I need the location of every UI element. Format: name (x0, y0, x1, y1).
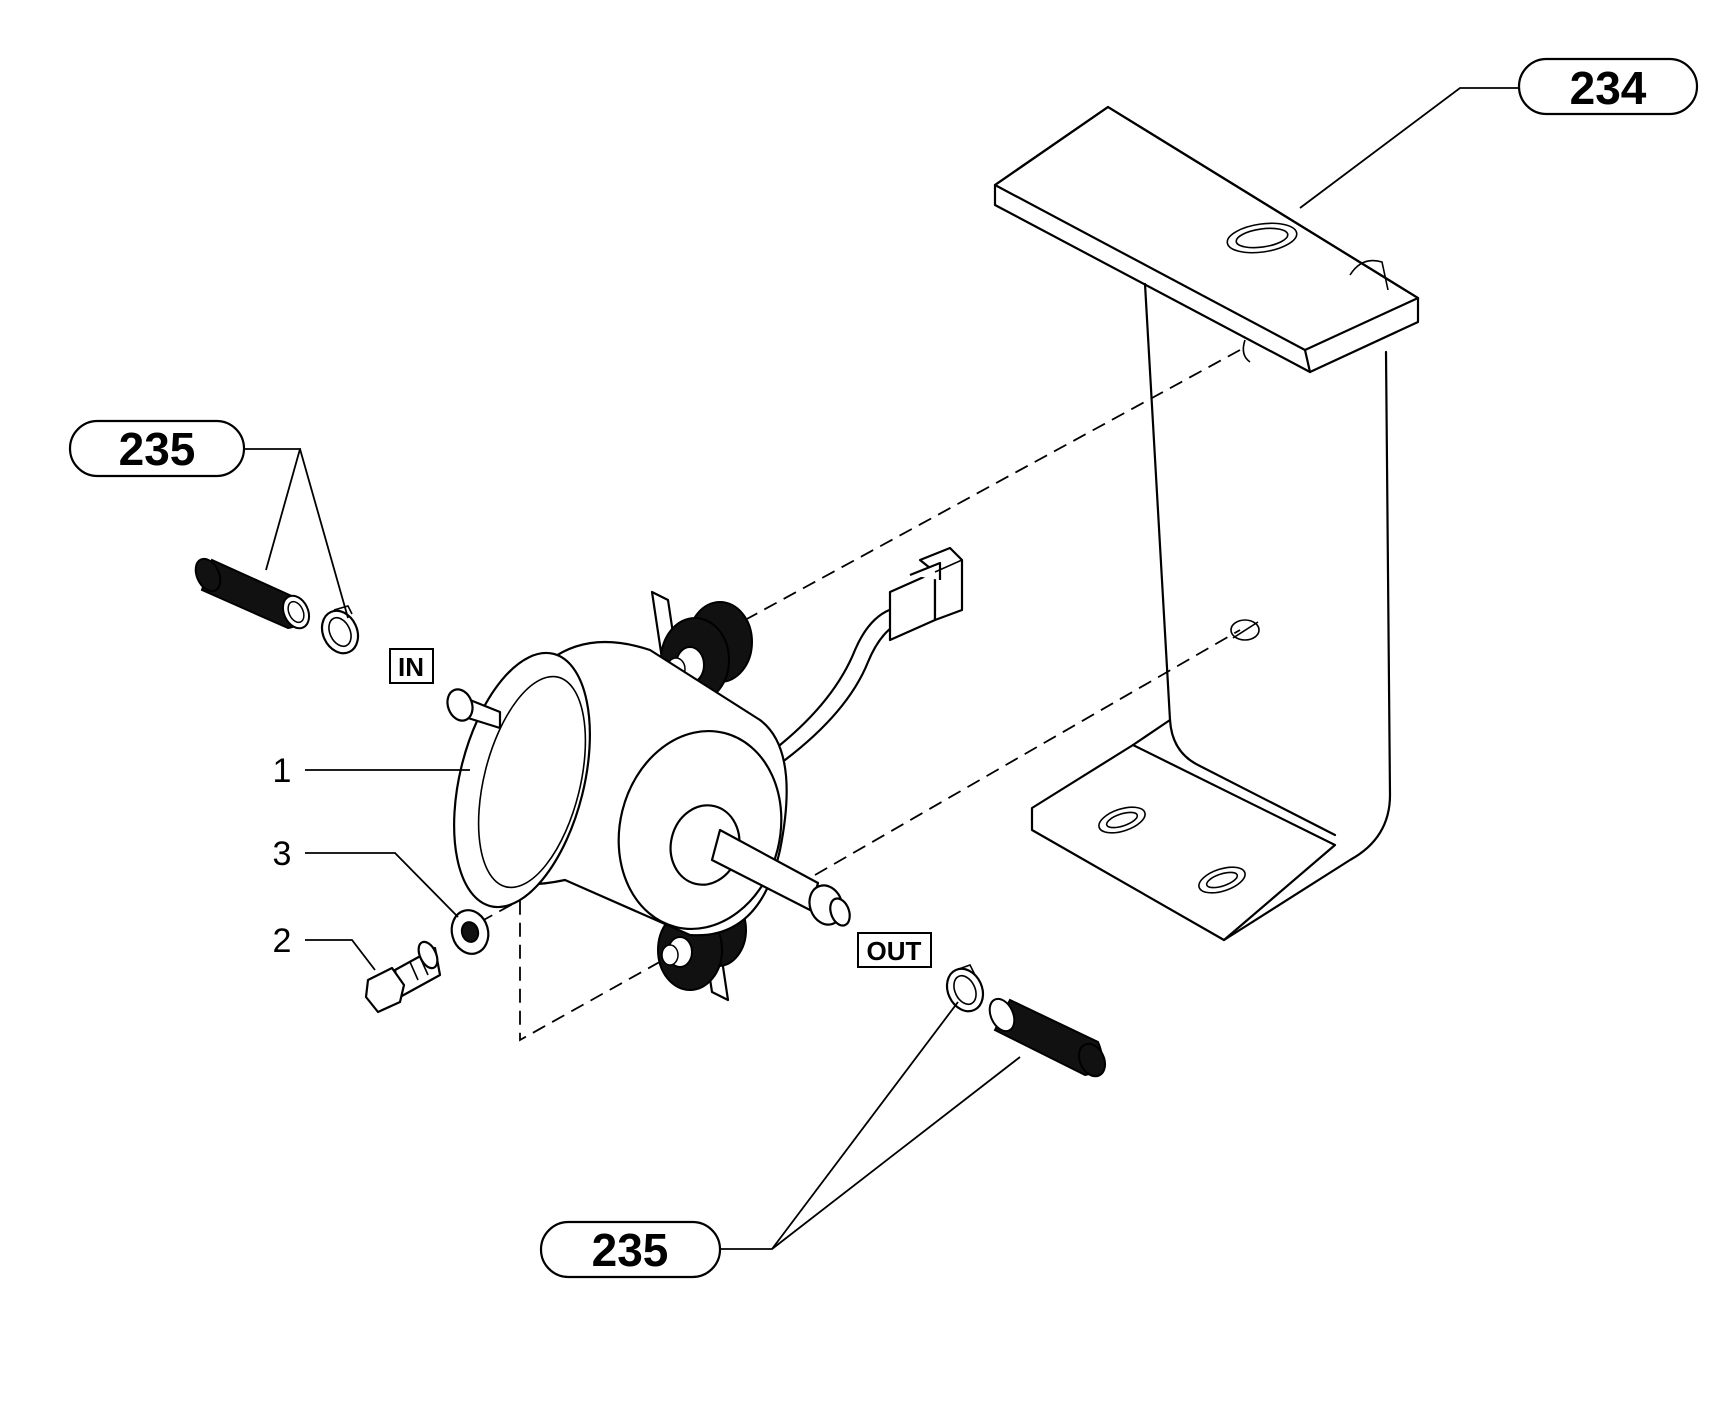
callout-234-label: 234 (1570, 62, 1647, 114)
inlet-port-label: IN (389, 648, 434, 684)
item-number-pump: 1 (273, 752, 292, 790)
washer (450, 909, 490, 955)
item-number-washer: 3 (273, 835, 292, 873)
callout-234: 234 (1517, 57, 1699, 116)
inlet-hose-and-clamp (194, 557, 360, 655)
callout-235-bottom: 235 (539, 1220, 722, 1279)
callout-235-bottom-label: 235 (592, 1224, 669, 1276)
leader-lines (244, 87, 1519, 1250)
fuel-pump (446, 546, 964, 1002)
bolt (364, 940, 442, 1014)
mounting-bracket (993, 105, 1420, 942)
outlet-port-label: OUT (857, 932, 932, 968)
outlet-port-label-text: OUT (867, 936, 922, 966)
outlet-hose-and-clamp (945, 964, 1107, 1078)
callout-235-top: 235 (68, 419, 246, 478)
inlet-port-label-text: IN (398, 652, 424, 682)
item-number-bolt: 2 (273, 922, 292, 960)
electrical-connector (888, 546, 964, 642)
callout-235-top-label: 235 (119, 423, 196, 475)
